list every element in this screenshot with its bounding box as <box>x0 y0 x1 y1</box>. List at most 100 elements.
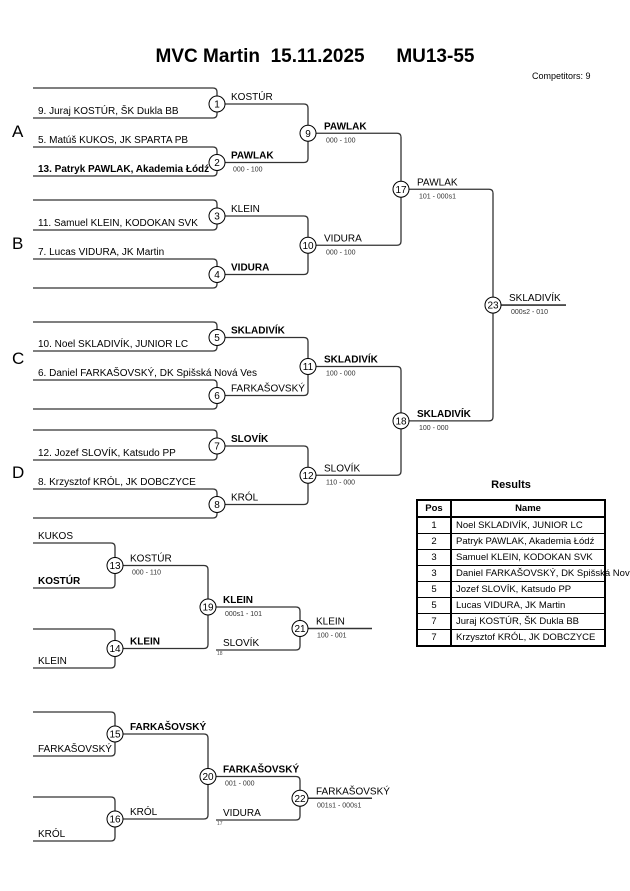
bronze-score: 001s1 - 000s1 <box>317 802 361 809</box>
result-name: Daniel FARKAŠOVSKÝ, DK Spišská Nová Ves <box>450 565 630 582</box>
round1-winner: SKLADIVÍK <box>231 324 286 337</box>
match-number: 14 <box>109 644 121 655</box>
match-number-circle <box>392 412 410 430</box>
semi-connector <box>316 365 402 476</box>
repechage-round2-score: 001 - 000 <box>225 781 255 788</box>
match-number: 6 <box>214 391 220 402</box>
entry-label: 11. Samuel KLEIN, KODOKAN SVK <box>38 218 198 229</box>
round2-winner: SKLADIVÍK <box>324 353 379 366</box>
entry-label: 8. Krzysztof KRÓL, JK DOBCZYCE <box>38 475 196 488</box>
event-name: MVC Martin <box>155 46 261 67</box>
match-number: 18 <box>395 416 407 427</box>
match-number-circle <box>299 466 317 484</box>
event-date: 15.11.2025 <box>270 46 365 67</box>
round1-winner: KRÓL <box>231 491 259 504</box>
match-number: 20 <box>202 772 214 783</box>
semi-score: 101 - 000s1 <box>419 193 456 200</box>
match-number-circle <box>106 725 124 743</box>
bronze-winner: FARKAŠOVSKÝ <box>316 784 390 797</box>
result-name: Samuel KLEIN, KODOKAN SVK <box>450 549 606 566</box>
entry-label: 9. Juraj KOSTÚR, ŠK Dukla BB <box>38 104 179 117</box>
result-pos: 2 <box>416 533 452 550</box>
match-number-circle <box>106 810 124 828</box>
match-number: 9 <box>305 129 311 140</box>
match-number: 19 <box>202 603 214 614</box>
result-pos: 3 <box>416 549 452 566</box>
match-number-circle <box>208 266 226 283</box>
round1-winner: FARKAŠOVSKÝ <box>231 382 305 395</box>
crossover-label: SLOVÍK <box>223 636 259 649</box>
match-number-circle <box>208 154 226 171</box>
semi-score: 100 - 000 <box>419 425 449 432</box>
result-name: Patryk PAWLAK, Akademia Łódź <box>450 533 606 550</box>
result-pos: 7 <box>416 629 452 647</box>
entry-label: 13. Patryk PAWLAK, Akademia Łódź <box>38 164 209 175</box>
repechage-winner: FARKAŠOVSKÝ <box>130 720 206 733</box>
pool-letter: B <box>12 234 23 253</box>
match-number-circle <box>199 768 217 785</box>
entry-label: 7. Lucas VIDURA, JK Martin <box>38 247 164 258</box>
entry-label: 10. Noel SKLADIVÍK, JUNIOR LC <box>38 337 188 350</box>
match-number: 21 <box>294 624 306 635</box>
round1-connector <box>33 488 218 519</box>
round2-winner: VIDURA <box>324 233 362 244</box>
entry-label: 12. Jozef SLOVÍK, Katsudo PP <box>38 446 176 459</box>
pool-letter: D <box>12 463 24 482</box>
result-name: Jozef SLOVÍK, Katsudo PP <box>450 581 606 598</box>
results-title: Results <box>491 479 531 491</box>
repechage-round2-score: 000s1 - 101 <box>225 611 262 618</box>
round1-winner: VIDURA <box>231 263 269 274</box>
final-connector <box>409 188 494 422</box>
match-number: 23 <box>487 301 499 312</box>
bronze-winner: KLEIN <box>316 617 345 628</box>
round2-winner: SLOVÍK <box>324 461 360 474</box>
result-pos: 1 <box>416 516 452 534</box>
repechage-entry: KOSTÚR <box>38 574 81 587</box>
repechage-round2-winner: KLEIN <box>223 595 253 606</box>
round1-winner: SLOVÍK <box>231 432 269 445</box>
result-name: Lucas VIDURA, JK Martin <box>450 597 606 614</box>
semi-winner: PAWLAK <box>417 177 458 188</box>
match-number-circle <box>208 329 226 346</box>
round2-winner: PAWLAK <box>324 121 367 132</box>
bronze-score: 100 - 001 <box>317 633 347 640</box>
match-number-circle <box>208 496 226 513</box>
header-pos: Pos <box>416 499 452 518</box>
result-name: Noel SKLADIVÍK, JUNIOR LC <box>450 516 606 534</box>
match-number: 12 <box>302 471 314 482</box>
match-number-circle <box>392 180 410 198</box>
crossover-source: 18 <box>217 651 223 657</box>
result-name: Juraj KOSTÚR, ŠK Dukla BB <box>450 613 606 630</box>
match-number-circle <box>291 620 309 637</box>
entry-label: 5. Matúš KUKOS, JK SPARTA PB <box>38 135 188 146</box>
semi-winner: SKLADIVÍK <box>417 407 472 420</box>
match-number: 8 <box>214 500 220 511</box>
match-number-circle <box>208 387 226 404</box>
crossover-source: 17 <box>217 821 223 827</box>
round1-winner: KLEIN <box>231 204 260 215</box>
match-number: 3 <box>214 212 220 223</box>
pool-letter: A <box>12 122 24 141</box>
champion-label: SKLADIVÍK <box>509 291 561 304</box>
match-number: 11 <box>303 362 314 373</box>
final-score: 000s2 - 010 <box>511 309 548 316</box>
repechage-entry: KRÓL <box>38 827 66 840</box>
match-number-circle <box>299 236 317 254</box>
repechage-winner: KLEIN <box>130 637 160 648</box>
match-number: 13 <box>109 561 121 572</box>
semi-connector <box>316 132 402 246</box>
page-title: MVC Martin 15.11.2025 MU13-55 <box>0 46 630 68</box>
match-number: 2 <box>214 158 220 169</box>
match-number-circle <box>106 557 124 574</box>
round1-score: 000 - 100 <box>233 167 263 174</box>
result-pos: 5 <box>416 597 452 614</box>
round2-score: 000 - 100 <box>326 137 356 144</box>
result-pos: 5 <box>416 581 452 598</box>
match-number: 7 <box>214 442 220 453</box>
result-pos: 7 <box>416 613 452 630</box>
